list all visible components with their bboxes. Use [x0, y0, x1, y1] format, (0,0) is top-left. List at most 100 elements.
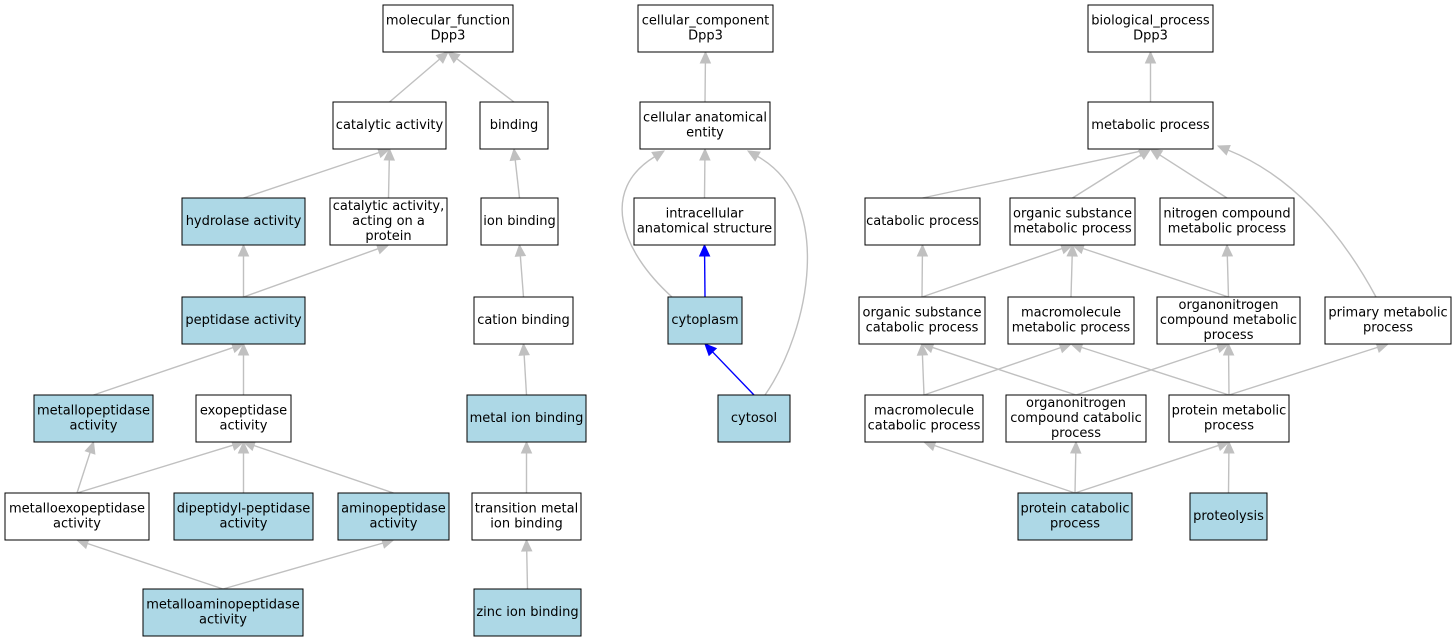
- node-label-line: proteolysis: [1193, 509, 1264, 524]
- node-box: [1017, 492, 1133, 541]
- arrowhead: [916, 243, 929, 257]
- edge-exopeptidase-to-peptidase: [237, 342, 250, 395]
- node-label-line: cellular anatomical: [643, 111, 767, 126]
- node-label-line: organic substance: [863, 306, 982, 321]
- node-box: [479, 101, 549, 150]
- node-catabolic[interactable]: catabolic process: [864, 197, 981, 246]
- arrowhead: [699, 147, 711, 161]
- node-label-line: activity: [53, 517, 101, 532]
- arrowhead: [704, 343, 718, 357]
- edge-cation_binding-to-ion_binding: [514, 243, 527, 298]
- node-box: [382, 4, 514, 53]
- node-label-line: process: [1050, 517, 1100, 532]
- node-hydrolase[interactable]: hydrolase activity: [181, 197, 306, 246]
- edge-intracellular-to-cell_anat: [699, 147, 711, 199]
- node-box: [337, 492, 450, 541]
- arrowhead: [1216, 144, 1231, 156]
- arrowhead: [383, 147, 396, 161]
- node-label-line: catabolic process: [868, 419, 981, 434]
- edge-macro_cat-to-org_sub_cat: [916, 342, 929, 396]
- node-ion-binding[interactable]: ion binding: [480, 197, 559, 246]
- node-proteolysis[interactable]: proteolysis: [1189, 492, 1268, 541]
- node-metal-ion-binding[interactable]: metal ion binding: [466, 394, 587, 443]
- node-box: [1007, 296, 1135, 345]
- node-label-line: intracellular: [666, 207, 744, 222]
- edge-peptidase-to-cat_protein: [243, 243, 390, 298]
- edge-metalloaminopeptidase-to-metalloexopeptidase: [75, 538, 224, 590]
- node-label-line: catalytic activity: [336, 118, 444, 133]
- node-metabolic[interactable]: metabolic process: [1087, 101, 1214, 150]
- node-label-line: exopeptidase: [200, 404, 287, 419]
- arrowhead: [1069, 440, 1082, 454]
- edge-primary_met-to-metabolic: [1216, 144, 1377, 298]
- node-box: [1156, 296, 1301, 345]
- node-label-line: process: [1204, 328, 1254, 343]
- edge-protein_met-to-macro_met: [1069, 342, 1230, 396]
- arrowhead: [1149, 148, 1164, 161]
- node-cation-binding[interactable]: cation binding: [473, 296, 574, 345]
- node-label-line: Dpp3: [688, 29, 723, 44]
- edge-cytoplasm-to-cell_anat: [621, 150, 673, 298]
- node-label-line: organonitrogen: [1179, 298, 1279, 313]
- node-label-line: metalloexopeptidase: [9, 502, 145, 517]
- arrowhead: [916, 342, 929, 356]
- node-catalytic[interactable]: catalytic activity: [332, 101, 447, 150]
- edge-protein_met-to-primary_met: [1228, 342, 1390, 396]
- node-label-line: anatomical structure: [637, 222, 772, 237]
- arrowhead: [520, 538, 533, 552]
- node-box: [1324, 296, 1452, 345]
- edge-metalloexopeptidase-to-exopeptidase: [76, 439, 245, 494]
- edge-catabolic-to-metabolic: [922, 145, 1152, 199]
- node-label-line: metabolic process: [1012, 321, 1131, 336]
- arrowhead: [651, 150, 666, 162]
- node-label-line: metabolic process: [1168, 222, 1287, 237]
- node-box: [473, 588, 582, 637]
- node-peptidase[interactable]: peptidase activity: [181, 296, 306, 345]
- node-binding[interactable]: binding: [479, 101, 549, 150]
- arrowhead: [514, 243, 527, 257]
- node-cytosol[interactable]: cytosol: [717, 394, 791, 443]
- node-label-line: metabolic process: [1091, 118, 1210, 133]
- node-box: [329, 197, 448, 246]
- node-label-line: peptidase activity: [185, 313, 302, 328]
- node-box: [864, 197, 981, 246]
- edge-organonitrogen_met-to-nitrogen_met: [1221, 243, 1234, 298]
- edge-metalloaminopeptidase-to-aminopeptidase: [222, 537, 395, 590]
- edge-protein_cat-to-protein_met: [1074, 440, 1231, 494]
- node-label-line: activity: [220, 517, 268, 532]
- node-zinc-ion[interactable]: zinc ion binding: [473, 588, 582, 637]
- node-label-line: hydrolase activity: [186, 214, 302, 229]
- node-cytoplasm[interactable]: cytoplasm: [667, 296, 743, 345]
- edge-cytosol-to-cytoplasm: [704, 343, 755, 396]
- node-box: [332, 101, 447, 150]
- edge-metallopeptidase-to-peptidase: [93, 342, 245, 396]
- node-label-line: ion binding: [490, 517, 562, 532]
- node-label-line: Dpp3: [1133, 29, 1168, 44]
- node-box: [1159, 197, 1295, 246]
- edge-protein_met-to-organonitrogen_met: [1222, 342, 1235, 396]
